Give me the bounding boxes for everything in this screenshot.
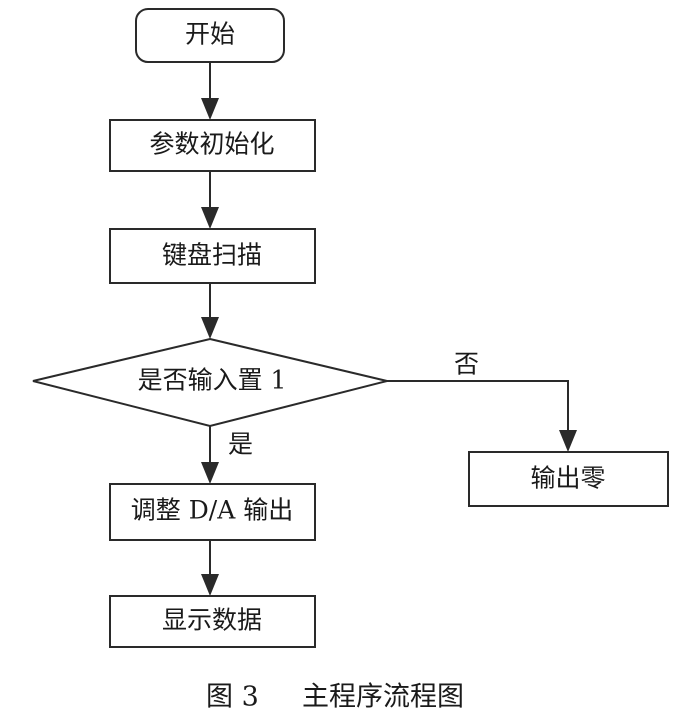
edge-decision-to-adjust — [201, 426, 219, 484]
decision-label: 是否输入置 1 — [138, 366, 287, 395]
start-terminal-shape — [135, 8, 285, 63]
scan-process-box — [109, 228, 316, 284]
edges — [201, 62, 577, 596]
start-label: 开始 — [185, 20, 235, 49]
node-init: 参数初始化 — [109, 119, 316, 172]
display-label: 显示数据 — [162, 606, 262, 635]
zero-label: 输出零 — [530, 464, 605, 493]
caption-title: 主程序流程图 — [302, 682, 464, 713]
node-start: 开始 — [135, 8, 285, 63]
caption-figure-number: 图 3 — [206, 682, 259, 713]
init-process-box — [109, 119, 316, 172]
node-adjust: 调整 D/A 输出 — [109, 483, 316, 541]
edge-scan-to-decision — [201, 283, 219, 339]
scan-label: 键盘扫描 — [162, 241, 262, 270]
edge-label-no: 否 — [454, 350, 479, 379]
node-scan: 键盘扫描 — [109, 228, 316, 284]
adjust-process-box — [109, 483, 316, 541]
display-process-box — [109, 595, 316, 648]
init-label: 参数初始化 — [149, 130, 274, 159]
decision-diamond — [32, 337, 388, 428]
node-decision: 是否输入置 1 — [32, 337, 388, 428]
zero-process-box — [468, 451, 669, 507]
edge-init-to-scan — [201, 171, 219, 229]
adjust-label: 调整 D/A 输出 — [131, 496, 293, 525]
figure-caption: 图 3 主程序流程图 — [206, 682, 464, 713]
node-display: 显示数据 — [109, 595, 316, 648]
node-zero: 输出零 — [468, 451, 669, 507]
edge-decision-to-zero — [387, 380, 577, 452]
edge-start-to-init — [201, 62, 219, 120]
edge-adjust-to-display — [201, 540, 219, 596]
edge-label-yes: 是 — [228, 430, 253, 459]
